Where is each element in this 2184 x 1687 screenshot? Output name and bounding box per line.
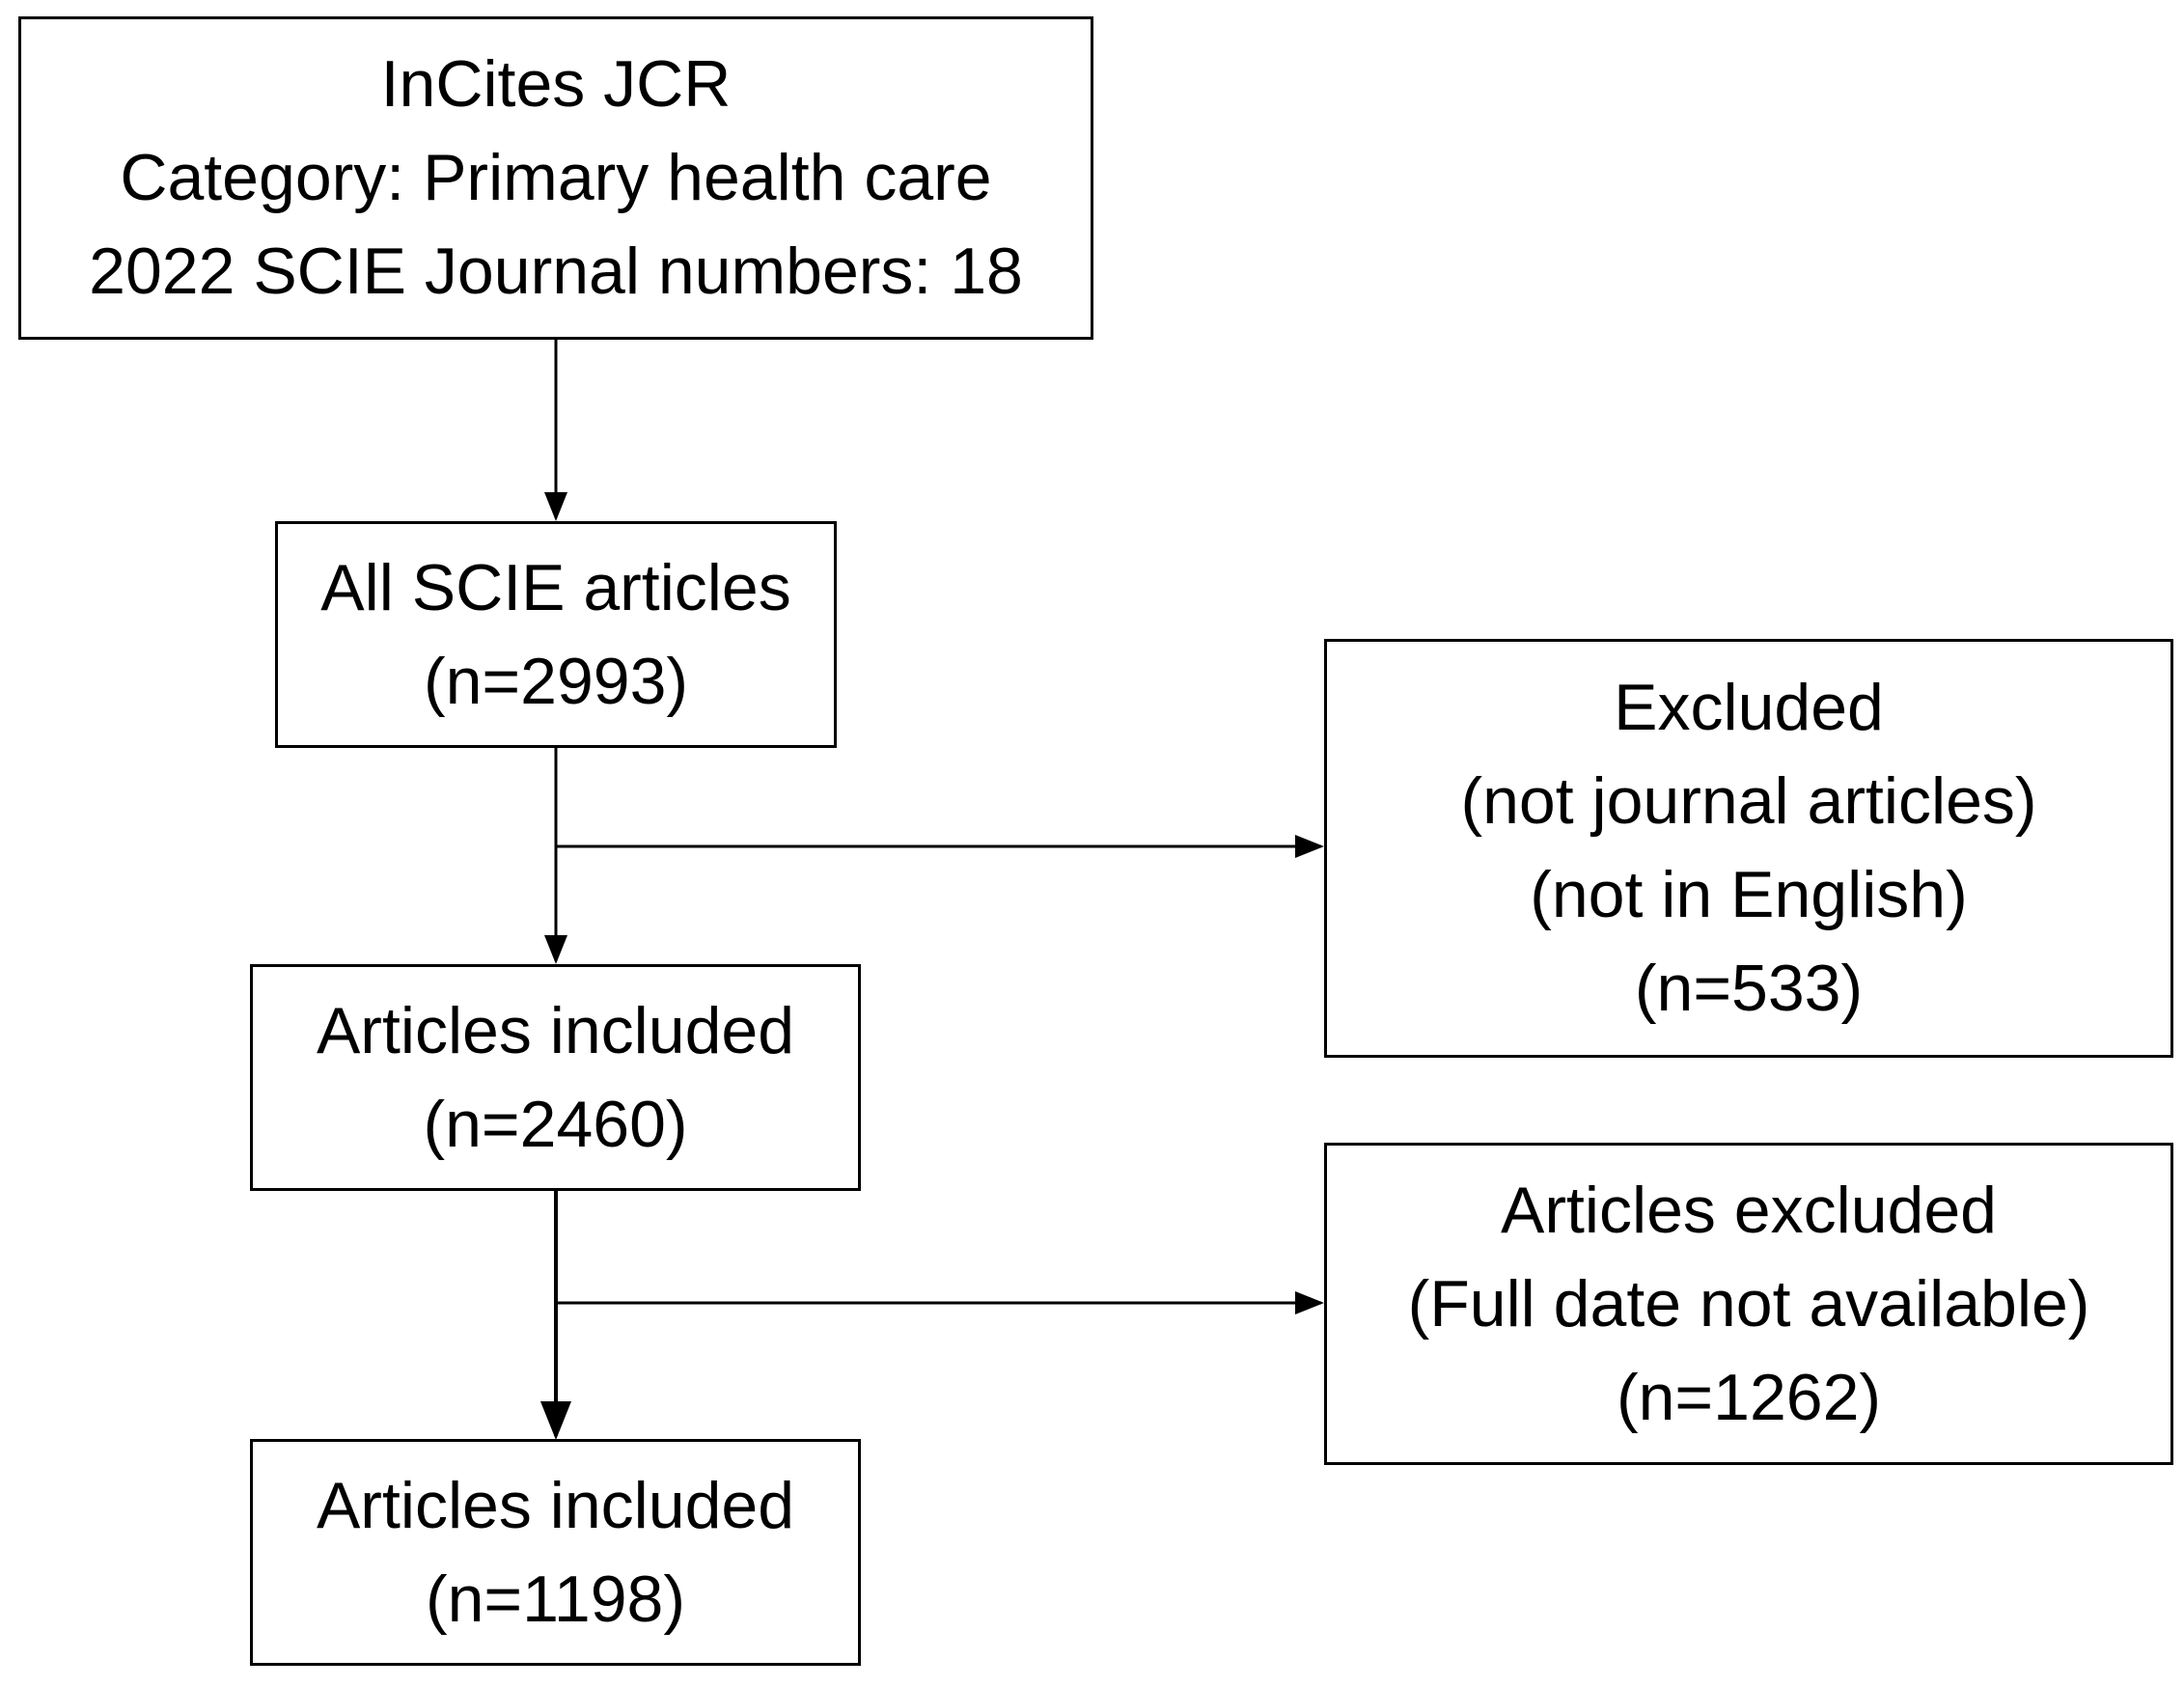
- source-title: InCites JCR: [380, 47, 732, 121]
- source-category: Category: Primary health care: [120, 141, 992, 214]
- excluded-not-journal-box: Excluded (not journal articles) (not in …: [1324, 639, 2173, 1058]
- articles-included-box: Articles included (n=2460): [250, 964, 861, 1191]
- articles-included-label: Articles included: [316, 993, 795, 1067]
- all-articles-count: (n=2993): [423, 644, 689, 718]
- final-articles-included-count: (n=1198): [425, 1562, 686, 1636]
- excluded-full-date-box: Articles excluded (Full date not availab…: [1324, 1143, 2173, 1465]
- source-journal-count: 2022 SCIE Journal numbers: 18: [89, 235, 1023, 308]
- source-box: InCites JCR Category: Primary health car…: [18, 16, 1093, 340]
- all-articles-label: All SCIE articles: [320, 550, 791, 624]
- excluded-label: Excluded: [1614, 671, 1884, 744]
- excluded-full-date-reason: (Full date not available): [1407, 1266, 2090, 1341]
- final-articles-included-box: Articles included (n=1198): [250, 1439, 861, 1666]
- excluded-reason-not-english: (not in English): [1530, 858, 1968, 931]
- excluded-full-date-label: Articles excluded: [1500, 1173, 1998, 1247]
- excluded-reason-not-journal: (not journal articles): [1460, 764, 2037, 838]
- excluded-count: (n=533): [1634, 952, 1864, 1025]
- final-articles-included-label: Articles included: [316, 1468, 795, 1542]
- all-articles-box: All SCIE articles (n=2993): [275, 521, 837, 748]
- excluded-full-date-count: (n=1262): [1616, 1360, 1882, 1434]
- articles-included-count: (n=2460): [423, 1087, 688, 1161]
